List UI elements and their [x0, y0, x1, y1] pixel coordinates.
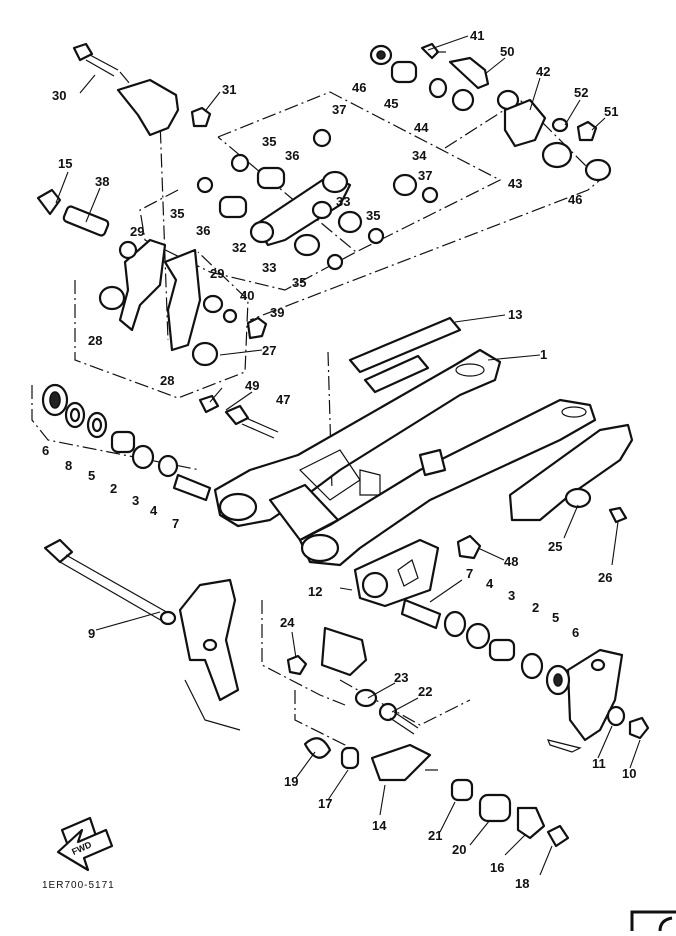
label-43: 43	[508, 176, 522, 191]
label-41: 41	[470, 28, 484, 43]
label-49: 49	[245, 378, 259, 393]
label-6b: 6	[572, 625, 579, 640]
label-17: 17	[318, 796, 332, 811]
label-13: 13	[508, 307, 522, 322]
label-44: 44	[414, 120, 429, 135]
label-16: 16	[490, 860, 504, 875]
label-40: 40	[240, 288, 254, 303]
label-27: 27	[262, 343, 276, 358]
label-25: 25	[548, 539, 562, 554]
label-51: 51	[604, 104, 618, 119]
relay-group-boundary	[74, 251, 249, 399]
label-47: 47	[276, 392, 290, 407]
label-35: 35	[262, 134, 276, 149]
label-36b: 36	[196, 223, 210, 238]
lower-bracket-boundary	[261, 600, 346, 706]
label-29: 29	[130, 224, 144, 239]
label-24: 24	[280, 615, 295, 630]
label-5b: 5	[552, 610, 559, 625]
label-3: 3	[132, 493, 139, 508]
label-46: 46	[352, 80, 366, 95]
relay-arms	[98, 238, 268, 367]
label-50: 50	[500, 44, 514, 59]
label-8: 8	[65, 458, 72, 473]
upper-left-hardware	[36, 42, 212, 237]
label-37b: 37	[418, 168, 432, 183]
bolts-47-49	[198, 394, 279, 439]
chain-slider	[508, 423, 634, 522]
label-52: 52	[574, 85, 588, 100]
label-39: 39	[270, 305, 284, 320]
label-45: 45	[384, 96, 398, 111]
label-22: 22	[418, 684, 432, 699]
frame-bracket-right	[547, 648, 624, 753]
lower-bracket-parts	[60, 626, 570, 858]
label-42: 42	[536, 64, 550, 79]
label-35d: 35	[292, 275, 306, 290]
connecting-rod	[196, 128, 439, 271]
label-3b: 3	[508, 588, 515, 603]
label-31: 31	[222, 82, 236, 97]
label-6: 6	[42, 443, 49, 458]
label-32: 32	[232, 240, 246, 255]
left-pivot-parts	[41, 383, 212, 502]
label-20: 20	[452, 842, 466, 857]
right-pivot-parts	[400, 598, 650, 740]
label-33: 33	[336, 194, 350, 209]
label-35c: 35	[366, 208, 380, 223]
label-2: 2	[110, 481, 117, 496]
decal-13	[348, 316, 462, 394]
part-labels: 1 2 2 3 3 4 4 5 5 6 6 7 7 8 9 10 11 12 1…	[42, 28, 636, 891]
label-18: 18	[515, 876, 529, 891]
label-5: 5	[88, 468, 95, 483]
label-9: 9	[88, 626, 95, 641]
swingarm	[213, 348, 597, 567]
nut-48-bolt-26	[456, 506, 628, 560]
label-14: 14	[372, 818, 387, 833]
pivot-shaft	[43, 538, 241, 731]
label-36: 36	[285, 148, 299, 163]
leader-lines	[55, 35, 641, 876]
label-37: 37	[332, 102, 346, 117]
label-30: 30	[52, 88, 66, 103]
label-15: 15	[58, 156, 72, 171]
label-29b: 29	[210, 266, 224, 281]
page-marker	[630, 910, 676, 932]
label-28: 28	[88, 333, 102, 348]
shock-mount-parts	[369, 42, 612, 182]
label-11: 11	[592, 756, 606, 771]
left-pivot-boundary	[31, 385, 201, 471]
label-7: 7	[172, 516, 179, 531]
label-12: 12	[308, 584, 322, 599]
fwd-arrow: FWD	[56, 828, 114, 872]
label-28b: 28	[160, 373, 174, 388]
label-34: 34	[412, 148, 427, 163]
label-26: 26	[598, 570, 612, 585]
label-48: 48	[504, 554, 518, 569]
label-7b: 7	[466, 566, 473, 581]
label-23: 23	[394, 670, 408, 685]
label-1: 1	[540, 347, 547, 362]
drawing-code: 1ER700-5171	[42, 880, 115, 891]
label-19: 19	[284, 774, 298, 789]
label-38: 38	[95, 174, 109, 189]
label-2b: 2	[532, 600, 539, 615]
label-4b: 4	[486, 576, 494, 591]
label-35b: 35	[170, 206, 184, 221]
spring-bracket-boundary	[294, 690, 346, 760]
chain-puller-12	[353, 538, 440, 608]
label-4: 4	[150, 503, 158, 518]
label-21: 21	[428, 828, 442, 843]
label-46b: 46	[568, 192, 582, 207]
label-33b: 33	[262, 260, 276, 275]
label-10: 10	[622, 766, 636, 781]
